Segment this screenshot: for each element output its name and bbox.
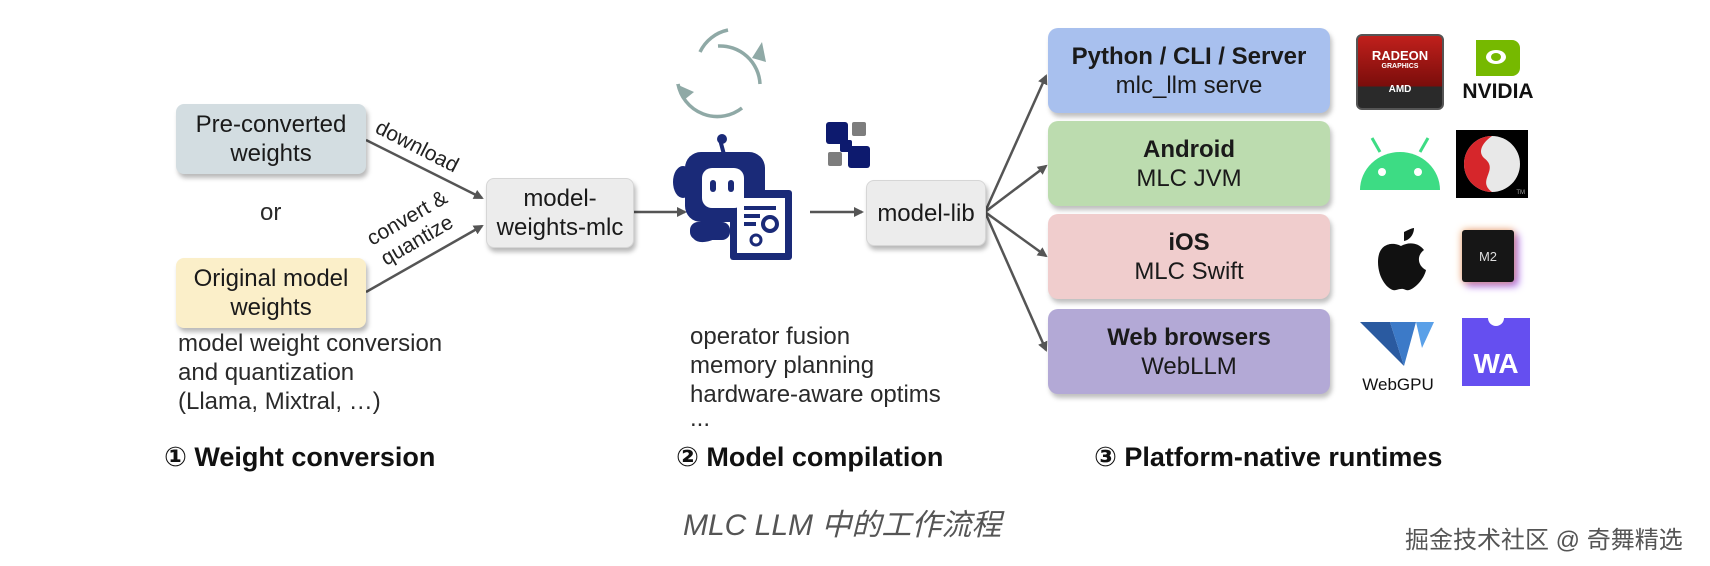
amd-mid-text: GRAPHICS	[1381, 63, 1419, 70]
runtime-android-subtitle: MLC JVM	[1136, 164, 1242, 192]
runtime-android-title: Android	[1143, 135, 1235, 163]
apple-logo	[1374, 228, 1428, 292]
figure-caption: MLC LLM 中的工作流程	[683, 509, 1002, 542]
runtime-python: Python / CLI / Server mlc_llm serve	[1048, 28, 1330, 113]
optim-line4: ...	[690, 405, 711, 432]
arrow-to-android	[984, 164, 1048, 213]
amd-top-text: RADEON	[1371, 48, 1429, 63]
m2-text: M2	[1478, 248, 1498, 264]
arrow-convert	[365, 224, 484, 294]
stage2-title: ② Model compilation	[676, 442, 944, 472]
runtime-web-title: Web browsers	[1107, 323, 1271, 351]
optim-line3: hardware-aware optims	[690, 381, 941, 408]
or-label: or	[260, 199, 282, 226]
nvidia-eye-icon	[1476, 40, 1520, 76]
preconverted-weights-box: Pre-converted weights	[176, 104, 366, 174]
stage1-title: ① Weight conversion	[164, 442, 436, 472]
amd-radeon-logo: RADEON GRAPHICS AMD	[1356, 34, 1444, 110]
runtime-ios-subtitle: MLC Swift	[1134, 257, 1244, 285]
stage2-optimizations: operator fusion memory planning hardware…	[690, 322, 941, 432]
stage1-desc-line3: (Llama, Mixtral, …)	[178, 388, 381, 415]
stage1-description: model weight conversion and quantization…	[178, 329, 442, 416]
arrow-to-python	[983, 74, 1048, 213]
model-lib-box: model-lib	[866, 180, 986, 246]
model-lib-label: model-lib	[877, 199, 975, 227]
weights-mlc-line1: model-	[523, 185, 597, 212]
nvidia-logo: NVIDIA	[1456, 40, 1540, 106]
tm-text: TM	[1516, 190, 1525, 196]
original-weights-box: Original model weights	[176, 258, 366, 328]
webassembly-logo: WA	[1462, 310, 1530, 386]
webgpu-text: WebGPU	[1362, 375, 1434, 394]
stage1-desc-line2: and quantization	[178, 359, 355, 386]
preconverted-line2: weights	[230, 140, 312, 167]
qualcomm-snapdragon-logo: TM	[1456, 130, 1528, 198]
arrow-download	[365, 138, 484, 200]
runtime-android: Android MLC JVM	[1048, 121, 1330, 206]
android-logo	[1358, 132, 1442, 192]
amd-bottom-text: AMD	[1388, 84, 1412, 95]
refresh-cycle-icon	[676, 28, 762, 119]
runtime-ios-title: iOS	[1168, 228, 1210, 256]
stage1-desc-line1: model weight conversion	[178, 330, 443, 357]
optim-line2: memory planning	[690, 352, 875, 379]
tvm-logo-icon	[826, 122, 870, 168]
preconverted-line1: Pre-converted	[195, 111, 347, 138]
wasm-text: WA	[1473, 348, 1519, 379]
apple-m2-logo: M2	[1462, 230, 1514, 282]
nvidia-text: NVIDIA	[1462, 80, 1534, 103]
weights-mlc-line2: weights-mlc	[496, 214, 624, 241]
download-label: download	[372, 116, 463, 177]
optim-line1: operator fusion	[690, 323, 851, 350]
stage3-title: ③ Platform-native runtimes	[1094, 442, 1443, 472]
webgpu-logo: WebGPU	[1356, 318, 1440, 394]
runtime-ios: iOS MLC Swift	[1048, 214, 1330, 299]
original-line1: Original model	[193, 265, 349, 292]
runtime-web: Web browsers WebLLM	[1048, 309, 1330, 394]
runtime-python-subtitle: mlc_llm serve	[1115, 71, 1263, 99]
watermark: 掘金技术社区 @ 奇舞精选	[1405, 527, 1683, 554]
original-line2: weights	[230, 294, 312, 321]
arrow-to-web	[983, 211, 1048, 352]
model-weights-mlc-box: model- weights-mlc	[486, 178, 634, 248]
runtime-web-subtitle: WebLLM	[1141, 352, 1237, 380]
runtime-python-title: Python / CLI / Server	[1071, 42, 1307, 70]
arrow-to-ios	[984, 210, 1048, 258]
